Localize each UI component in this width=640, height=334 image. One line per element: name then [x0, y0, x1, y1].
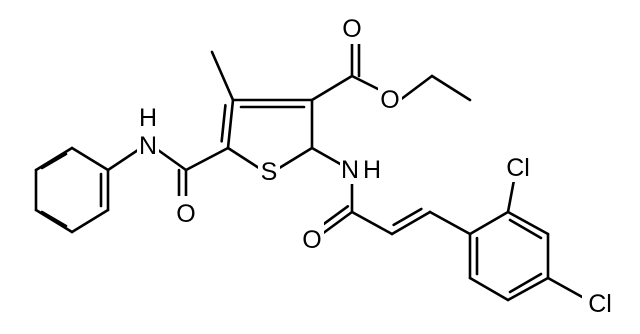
label-mask-cl-ortho [500, 150, 536, 182]
bond-cl-para [546, 276, 586, 300]
bond-c5-amide1-c [184, 146, 230, 172]
atom-cl-ortho: Cl [506, 154, 530, 182]
atom-label-layer: O O N H O S N H O Cl Cl [137, 12, 618, 318]
atom-amide1-n: N [139, 132, 157, 160]
bond-ar-inner-2 [508, 218, 543, 240]
atom-ester-ether-o: O [380, 86, 399, 114]
bond-vinyl-aryl [428, 210, 472, 236]
bond-ph-inner-3 [40, 152, 68, 170]
bond-ar-4 [506, 276, 550, 302]
atom-amide1-h: H [139, 104, 157, 132]
bond-ethyl-ch3 [430, 74, 472, 102]
bond-ar-5 [468, 276, 510, 302]
bond-c4-methyl [210, 50, 235, 102]
bond-ph-inner-2 [40, 210, 68, 228]
bond-c2-amide2-n [310, 146, 344, 167]
atom-thiophene-s: S [261, 158, 278, 186]
bond-s-c5 [226, 146, 264, 172]
atom-amide2-n: N [341, 156, 359, 184]
bond-c5-c4-second [220, 103, 227, 143]
bond-vinyl-double [390, 210, 432, 236]
bond-n-phenyl [106, 148, 140, 172]
bond-amide2-carbonyl [320, 210, 354, 236]
bond-amide2-c-vinyl [350, 210, 394, 236]
atom-amide2-o: O [302, 226, 321, 254]
bond-vinyl-double-second [392, 207, 423, 227]
label-mask-amide1-o [174, 196, 198, 228]
atom-amide2-h: H [363, 156, 381, 184]
label-mask-ester-ether-o [378, 82, 402, 114]
bond-ar-2 [506, 210, 550, 236]
bond-layer [34, 36, 586, 302]
label-mask-amide2-n [340, 152, 382, 184]
bond-ph-5 [34, 146, 74, 172]
bond-c5-c4 [226, 98, 235, 150]
bond-ester-c-o [350, 74, 382, 92]
bond-ph-6 [70, 146, 110, 172]
label-mask-cl-para [582, 286, 618, 318]
bond-o-ethyl-ch2 [398, 74, 434, 102]
bond-ar-1 [468, 210, 510, 236]
label-mask-ester-carbonyl-o [340, 12, 364, 44]
bond-c2-s [274, 146, 314, 172]
bond-ph-3 [34, 208, 74, 234]
label-mask-amide1-n [137, 128, 159, 160]
label-mask-amide2-o [300, 222, 324, 254]
label-mask-thiophene-s [258, 154, 280, 186]
bond-c3-ester-c [310, 74, 354, 102]
bond-ar-inner-3 [508, 272, 543, 294]
bond-cl-ortho [506, 178, 516, 214]
bond-amide1-c-n [156, 148, 188, 172]
atom-cl-para: Cl [588, 290, 612, 318]
bond-ph-2 [70, 208, 110, 234]
atom-amide1-o: O [176, 200, 195, 228]
atom-ester-carbonyl-o: O [342, 15, 361, 43]
